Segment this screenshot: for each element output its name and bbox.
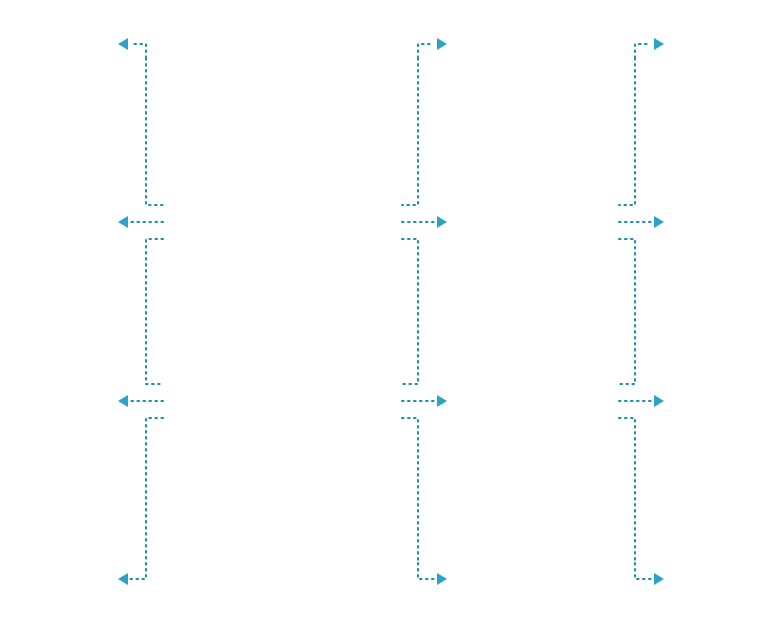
left-bracket-branch-4 xyxy=(129,562,147,580)
middle-arrowhead-3 xyxy=(437,395,447,407)
middle-bracket-branch-4 xyxy=(417,562,435,580)
middle-bracket-segment-top xyxy=(401,57,419,206)
right-arrowhead-3 xyxy=(654,395,664,407)
middle-arrowhead-2 xyxy=(437,216,447,228)
left-arrowhead-1 xyxy=(118,38,128,50)
right-bracket-segment-lower-middle xyxy=(618,417,636,564)
right-bracket-branch-1 xyxy=(634,43,652,59)
middle-bracket-segment-lower-middle xyxy=(401,417,419,564)
middle-arrowhead-4 xyxy=(437,573,447,585)
left-bracket-segment-lower-middle xyxy=(145,417,164,564)
right-arrowhead-4 xyxy=(654,573,664,585)
left-bracket-branch-1 xyxy=(129,43,147,59)
left-arrowhead-3 xyxy=(118,395,128,407)
right-arrowhead-1 xyxy=(654,38,664,50)
right-bracket-branch-4 xyxy=(634,562,652,580)
middle-bracket-group xyxy=(401,38,447,585)
middle-arrowhead-1 xyxy=(437,38,447,50)
left-bracket-segment-top xyxy=(145,57,164,206)
left-arrowhead-2 xyxy=(118,216,128,228)
left-arrowhead-4 xyxy=(118,573,128,585)
left-bracket-segment-upper-middle xyxy=(145,238,164,385)
left-bracket-group xyxy=(118,38,164,585)
right-bracket-group xyxy=(618,38,664,585)
right-bracket-segment-upper-middle xyxy=(618,238,636,385)
middle-bracket-branch-1 xyxy=(417,43,435,59)
right-arrowhead-2 xyxy=(654,216,664,228)
middle-bracket-segment-upper-middle xyxy=(401,238,419,385)
right-bracket-segment-top xyxy=(618,57,636,206)
